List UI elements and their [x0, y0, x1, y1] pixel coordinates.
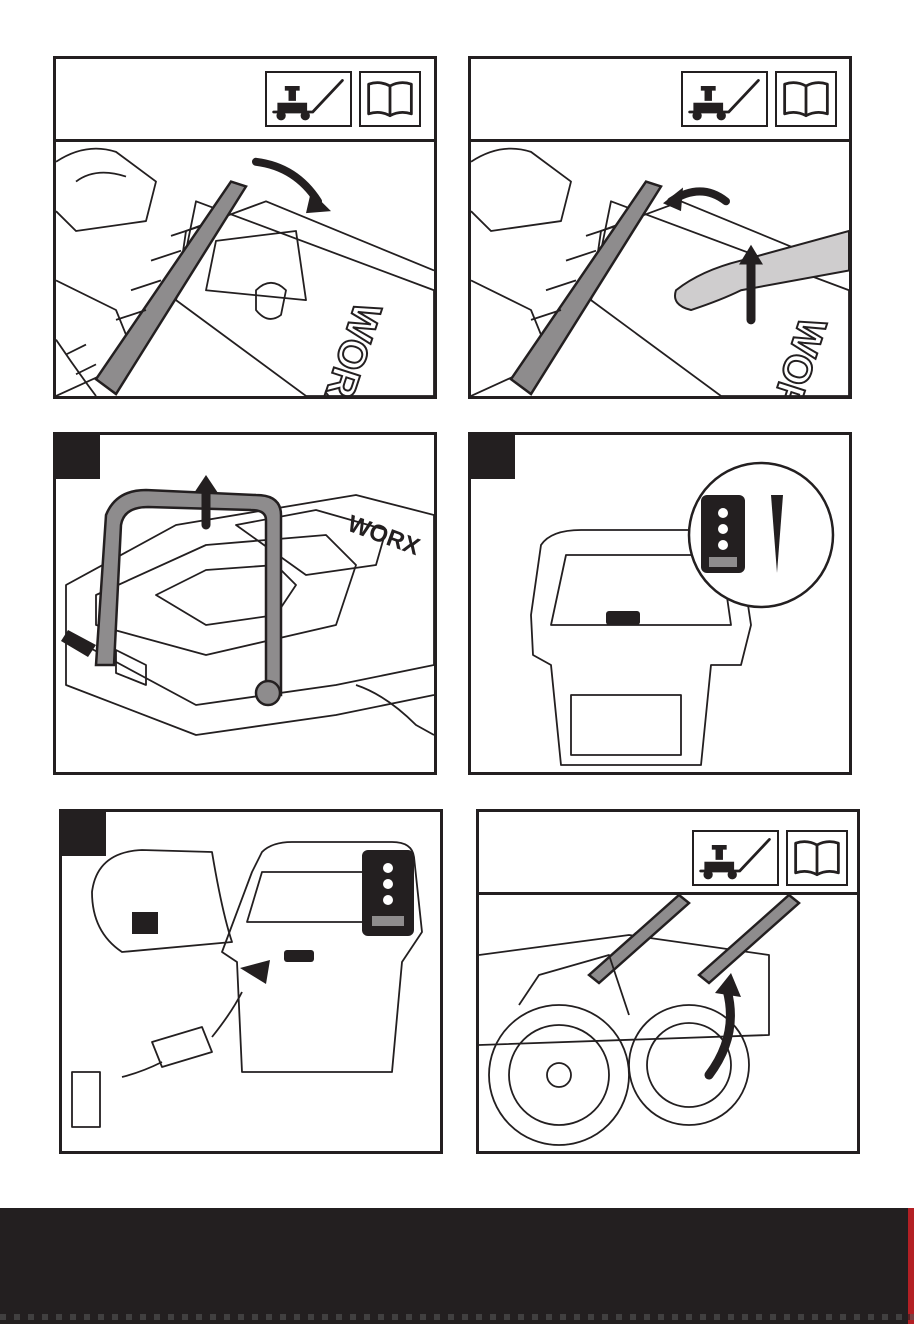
- footer-bar: [0, 1208, 914, 1324]
- panel-4: [468, 432, 852, 775]
- worx-logo: WORX: [309, 297, 390, 396]
- mower-grass-box-illustration: WORX: [56, 142, 434, 396]
- mower-lift-handle-illustration: WORX: [471, 142, 849, 396]
- panel-6: [476, 809, 860, 1154]
- mower-cut-height-icon: [265, 71, 352, 127]
- worx-logo: WORX: [754, 312, 835, 396]
- mower-cut-height-icon: [681, 71, 768, 127]
- battery-charging-illustration: [62, 812, 440, 1151]
- mower-cut-height-icon: [692, 830, 779, 886]
- footer-accent-edge: [908, 1208, 914, 1324]
- panel-5: [59, 809, 443, 1154]
- footer-dashed-line: [0, 1314, 914, 1320]
- panel-1: WORX: [53, 56, 437, 399]
- manual-book-icon: [359, 71, 421, 127]
- panel-3: WORX: [53, 432, 437, 775]
- battery-charge-indicator-illustration: [471, 435, 849, 772]
- worx-logo: WORX: [344, 510, 423, 561]
- battery-removal-illustration: WORX: [56, 435, 434, 772]
- manual-book-icon: [786, 830, 848, 886]
- panel-2: WORX: [468, 56, 852, 399]
- mower-handle-raise-illustration: [479, 895, 857, 1151]
- manual-book-icon: [775, 71, 837, 127]
